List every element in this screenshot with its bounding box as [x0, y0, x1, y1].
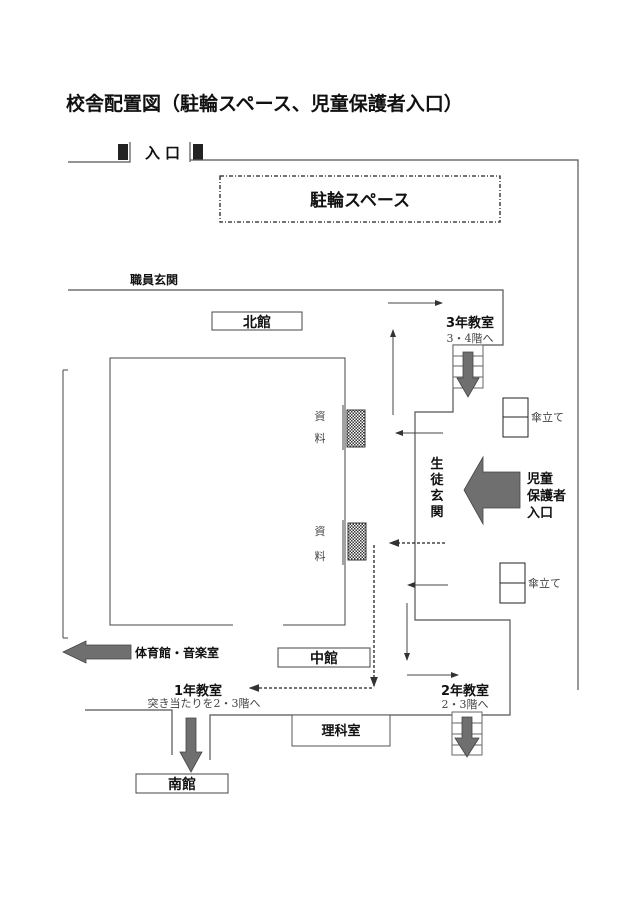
materials-shelf: [346, 409, 366, 448]
parent-entrance-arrow: [463, 455, 521, 526]
umbrella-stand: 傘立て: [502, 397, 564, 438]
page-title: 校舎配置図（駐輪スペース、児童保護者入口）: [66, 92, 463, 115]
wall: [85, 709, 173, 755]
bicycle-space-label: 駐輪スペース: [310, 190, 410, 211]
main-entrance: 入口: [68, 142, 579, 690]
grade2-label: 2年教室: [441, 683, 489, 699]
student-entrance-char: 徒: [429, 472, 444, 488]
south-building-label: 南館: [135, 773, 229, 794]
bicycle-space: 駐輪スペース: [219, 175, 501, 223]
entrance-label: 入口: [145, 144, 185, 162]
stairs-grade3: [452, 344, 484, 398]
middle-building-text: 中館: [310, 650, 338, 667]
materials-shelf: [347, 522, 367, 561]
north-building-text: 北館: [243, 314, 271, 331]
parent-entrance-text: 保護者: [526, 488, 566, 504]
stairs-grade2: [451, 711, 483, 758]
science-room-label: 理科室: [321, 723, 360, 739]
gym-music-direction: 体育館・音楽室: [62, 640, 219, 664]
south-direction-arrow: [179, 717, 203, 773]
umbrella-stand-label: 傘立て: [531, 410, 564, 424]
materials-label: 料: [315, 549, 326, 563]
science-room: 理科室: [291, 714, 391, 747]
route-arrows: [248, 300, 459, 692]
gate-post: [193, 144, 203, 160]
student-entrance-char: 玄: [430, 488, 443, 504]
gym-music-label: 体育館・音楽室: [135, 645, 219, 660]
middle-building-label: 中館: [277, 647, 371, 668]
courtyard: [109, 357, 346, 626]
student-entrance-char: 関: [430, 505, 443, 520]
grade1-label: 1年教室: [174, 683, 222, 699]
wall: [68, 289, 511, 760]
north-building-label: 北館: [211, 311, 303, 331]
materials-label: 資: [315, 410, 326, 423]
parent-entrance-text: 児童: [526, 471, 553, 487]
bracket: [62, 369, 68, 639]
staff-entrance-label: 職員玄関: [130, 272, 178, 287]
grade2-note: 2・3階へ: [442, 697, 489, 711]
grade1-note: 突き当たりを2・3階へ: [148, 696, 261, 710]
umbrella-stand-label: 傘立て: [528, 576, 561, 590]
materials-label: 料: [315, 431, 326, 445]
south-building-text: 南館: [168, 776, 196, 793]
student-entrance-label: 生 徒 玄 関: [429, 456, 444, 520]
parent-entrance-text: 入口: [527, 506, 553, 521]
umbrella-stand: 傘立て: [499, 562, 561, 604]
parent-entrance-label: 児童 保護者 入口: [526, 471, 566, 521]
grade3-label: 3年教室: [446, 315, 494, 331]
gate-post: [118, 144, 128, 160]
materials-label: 資: [315, 525, 326, 538]
student-entrance-char: 生: [430, 456, 443, 472]
grade3-note: 3・4階へ: [447, 331, 494, 345]
